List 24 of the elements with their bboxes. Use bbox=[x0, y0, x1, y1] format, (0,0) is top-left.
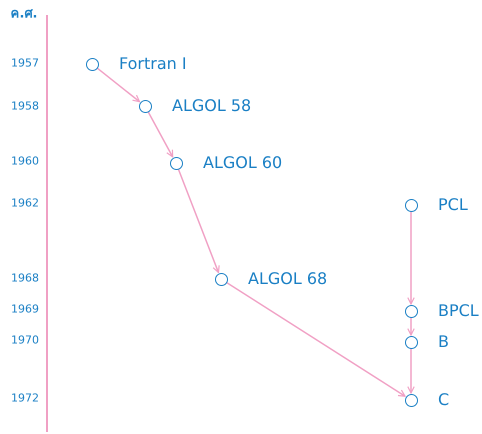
language-label: BPCL bbox=[438, 303, 479, 319]
language-label: C bbox=[438, 392, 450, 408]
language-label: ALGOL 60 bbox=[203, 155, 282, 171]
arrow bbox=[407, 349, 415, 394]
arrow bbox=[178, 169, 220, 274]
year-label: 1957 bbox=[11, 58, 39, 68]
year-label: 1970 bbox=[11, 334, 39, 346]
arrow bbox=[148, 112, 174, 158]
year-label: 1972 bbox=[11, 392, 39, 404]
language-label: ALGOL 68 bbox=[248, 271, 328, 287]
year-label: 1969 bbox=[11, 304, 39, 314]
arrow bbox=[407, 212, 415, 305]
year-label: 1958 bbox=[11, 100, 39, 112]
year-label: 1962 bbox=[11, 198, 39, 208]
axis-unit-label: ค.ศ. bbox=[10, 8, 38, 20]
language-label: PCL bbox=[438, 197, 468, 213]
language-label: B bbox=[438, 334, 449, 350]
arrow bbox=[97, 68, 140, 102]
year-label: 1960 bbox=[11, 156, 39, 166]
arrow bbox=[407, 318, 415, 336]
year-label: 1968 bbox=[11, 272, 39, 284]
arrow bbox=[226, 282, 406, 397]
language-label: ALGOL 58 bbox=[172, 98, 252, 114]
language-label: Fortran I bbox=[119, 56, 187, 72]
